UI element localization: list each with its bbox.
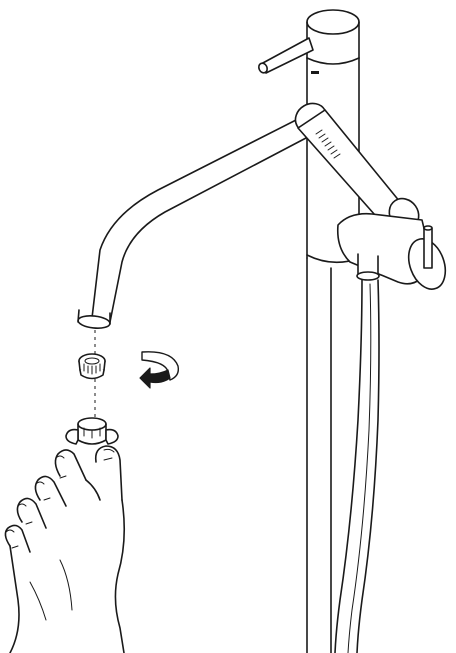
hand-icon	[5, 446, 124, 653]
rotation-arrow-icon	[140, 352, 178, 388]
diverter-valve	[338, 214, 452, 295]
shower-hose-icon	[335, 280, 379, 653]
aerator-icon	[79, 354, 105, 379]
brand-mark	[311, 71, 319, 74]
lever-handle-icon	[257, 38, 313, 74]
faucet-icon	[77, 118, 306, 330]
aerator-key-icon	[66, 418, 118, 444]
